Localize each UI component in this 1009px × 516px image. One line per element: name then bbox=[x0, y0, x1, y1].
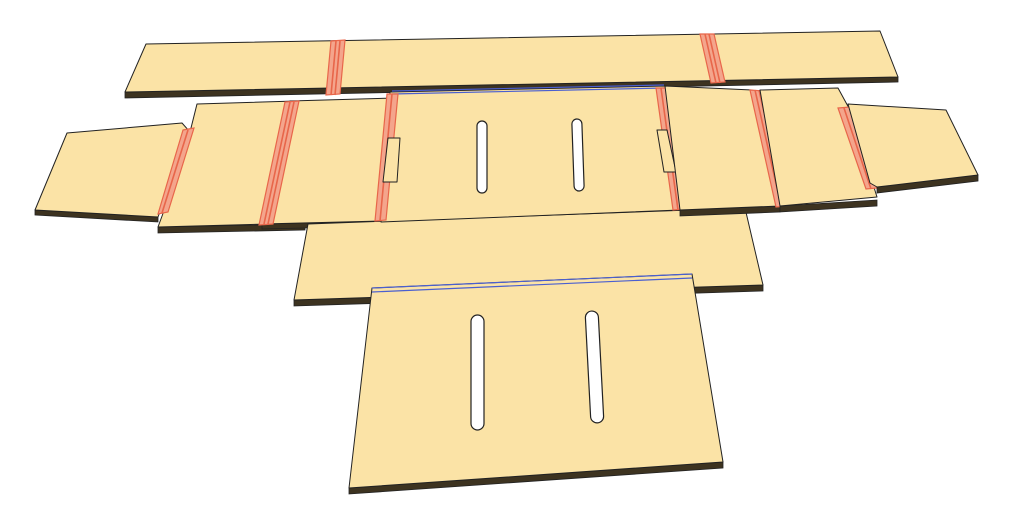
center-left-notch bbox=[382, 137, 401, 183]
front-panel bbox=[348, 273, 724, 495]
center-panel-top-blue bbox=[391, 84, 665, 92]
center-panel-face bbox=[380, 85, 681, 223]
front-slot-left bbox=[470, 314, 485, 431]
top-strip-crease-left bbox=[325, 39, 346, 96]
right-wing-face bbox=[847, 103, 979, 188]
top-strip bbox=[124, 30, 899, 99]
top-strip-crease-left-line bbox=[330, 40, 337, 96]
left-panel-crease-wing bbox=[157, 127, 195, 215]
front-panel-top-blue bbox=[371, 273, 693, 289]
center-slot-left bbox=[476, 120, 488, 194]
left-panel bbox=[157, 100, 306, 234]
center-slot-right bbox=[571, 118, 585, 192]
left-inner-crease bbox=[258, 100, 300, 226]
front-slot-right bbox=[584, 310, 605, 424]
center-panel bbox=[374, 84, 685, 223]
front-panel-face bbox=[348, 273, 724, 489]
right-wing bbox=[847, 103, 979, 194]
